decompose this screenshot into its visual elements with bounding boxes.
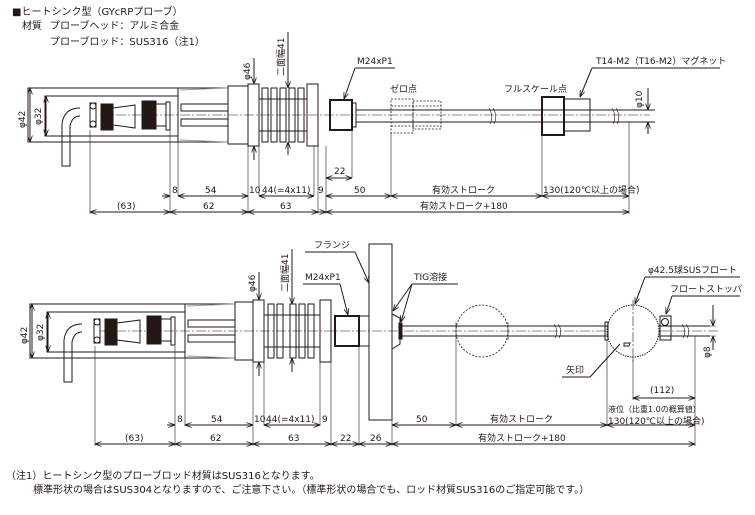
dim-10: 10 [254,415,266,425]
dim-54: 54 [205,186,217,196]
head-material: プローブヘッド：アルミ合金 [50,19,179,32]
title: ■ヒートシンク型（GYcRPプローブ） [12,5,183,18]
flange-label: フランジ [314,240,350,251]
dim-62: 62 [210,434,221,444]
probe-head [177,85,249,145]
full-scale-magnet [541,96,565,136]
connector [89,100,171,131]
note-line-2: 標準形状の場合はSUS304となりますので、ご注意下さい。（標準形状の場合でも、… [33,485,590,496]
dim-63: 63 [280,202,291,212]
dim-stroke: 有効ストローク [490,413,553,425]
dim-130: 130(120℃以上の場合) [608,415,705,427]
magnet-label: T14-M2（T16-M2）マグネット [595,55,726,67]
material-label: 材質 [22,19,42,32]
rod-material: プローブロッド：SUS316（注1） [50,35,205,48]
dim-9: 9 [318,186,324,196]
flat41-label: 二面幅41 [275,38,287,76]
dia42-label: φ42 [20,327,30,344]
float-label: φ42.5球SUSフロート [648,264,737,276]
dim-50: 50 [354,186,366,196]
float-stopper [659,315,672,341]
bottom-probe-drawing: φ8 φ42 φ32 φ46 二面幅41 フランジ M24xP1 TIG溶接 φ… [20,240,742,446]
dim-63-paren: (63) [125,434,143,444]
dim-44: 44(=4x11) [262,186,311,196]
dim-26: 26 [370,434,382,444]
dim-stroke: 有効ストローク [432,184,495,196]
dia32-label: φ32 [34,108,44,125]
dim-8: 8 [177,415,183,425]
arrow-mark-label: 矢印 [566,364,584,376]
dim-50: 50 [416,415,428,425]
dim-112: (112) [650,386,674,396]
dim-8: 8 [172,186,178,196]
cable [63,323,83,383]
dia8-label: φ8 [703,346,713,358]
dim-total: 有効ストローク+180 [420,200,508,212]
liquid-level-label: 液位（比重1.0の概算値） [608,404,701,414]
arrow-mark-icon [623,342,631,347]
dia10-label: φ10 [635,90,645,108]
dia46-label: φ46 [248,274,258,292]
dim-10: 10 [249,186,261,196]
thread-label: M24xP1 [357,57,393,67]
dim-130: 130(120℃以上の場合) [543,184,640,196]
dim-54: 54 [211,415,223,425]
dia42-label: φ42 [18,111,28,128]
dia46-label: φ46 [243,62,253,80]
zero-point-magnet [390,98,414,134]
tig-label: TIG溶接 [413,271,447,283]
flat41-label: 二面幅41 [279,254,291,292]
dim-44: 44(=4x11) [266,415,315,425]
stopper-label: フロートストッパ [670,284,742,295]
heat-sink-fins [252,299,332,363]
thread-label: M24xP1 [305,273,341,283]
connector [93,315,176,346]
cable [61,107,81,167]
dim-9: 9 [322,415,328,425]
top-probe-drawing: φ10 φ42 φ32 φ46 二面幅41 M24xP1 ゼロ点 フルスケール点… [18,32,726,214]
dim-62: 62 [203,202,214,212]
zero-point-label: ゼロ点 [390,83,417,95]
dia32-label: φ32 [36,324,46,341]
flange [368,243,393,421]
dim-22: 22 [340,434,351,444]
dim-63-paren: (63) [117,202,135,212]
note-line-1: （注1）ヒートシンク型のプローブロッド材質はSUS316となります。 [6,471,320,482]
dim-63: 63 [288,434,299,444]
dim-total: 有効ストローク+180 [478,432,566,444]
dim-22: 22 [334,167,345,177]
full-scale-label: フルスケール点 [504,84,567,95]
